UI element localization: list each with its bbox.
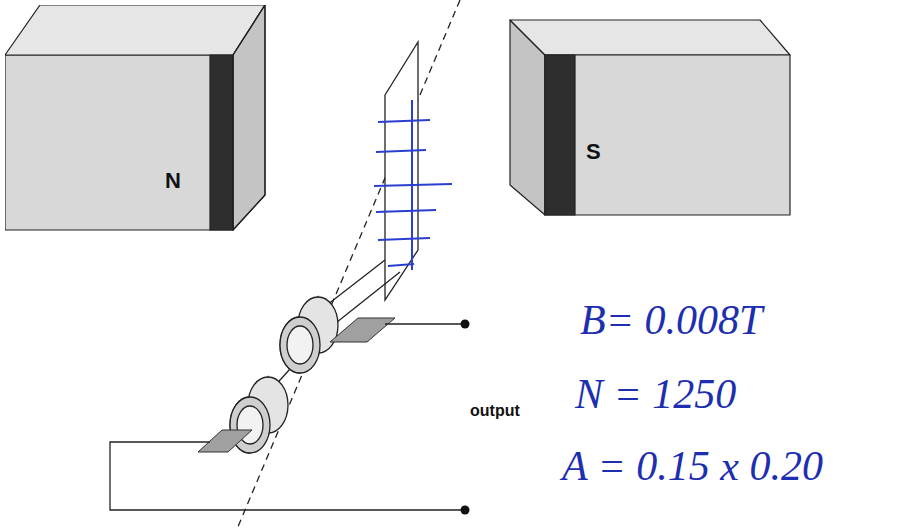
label-holder: A = 0.15 x 0.20 <box>562 442 823 490</box>
label-holder: output <box>470 402 520 420</box>
brush <box>330 318 395 342</box>
handwritten-note: N = 1250 <box>575 370 736 418</box>
magnet-face <box>233 5 265 230</box>
terminal <box>461 320 470 329</box>
magnet-face <box>233 5 265 230</box>
magnet-face <box>5 5 265 55</box>
coil <box>262 42 418 400</box>
magnet-face <box>5 55 233 230</box>
magnet-block: S <box>508 15 792 218</box>
label-holder: N = 1250 <box>575 370 736 418</box>
pole-label: S <box>586 139 601 165</box>
magnet-outline <box>508 15 792 218</box>
magnet-outline <box>5 5 267 233</box>
magnet-block: N <box>5 5 267 233</box>
magnet-face <box>210 55 233 230</box>
handwritten-note: B= 0.008T <box>580 296 762 344</box>
handwritten-note: A = 0.15 x 0.20 <box>562 442 823 490</box>
coil-hatching <box>374 100 452 270</box>
terminal <box>461 506 470 515</box>
rotation-axis <box>237 0 460 529</box>
magnet-face <box>545 55 575 215</box>
brush <box>198 430 252 452</box>
output-label: output <box>470 402 520 420</box>
pole-label: N <box>165 168 181 194</box>
label-holder: B= 0.008T <box>580 296 762 344</box>
magnet-face <box>545 55 790 215</box>
output-wire <box>110 324 462 510</box>
slip-ring <box>280 297 338 373</box>
magnet-face <box>510 20 790 55</box>
